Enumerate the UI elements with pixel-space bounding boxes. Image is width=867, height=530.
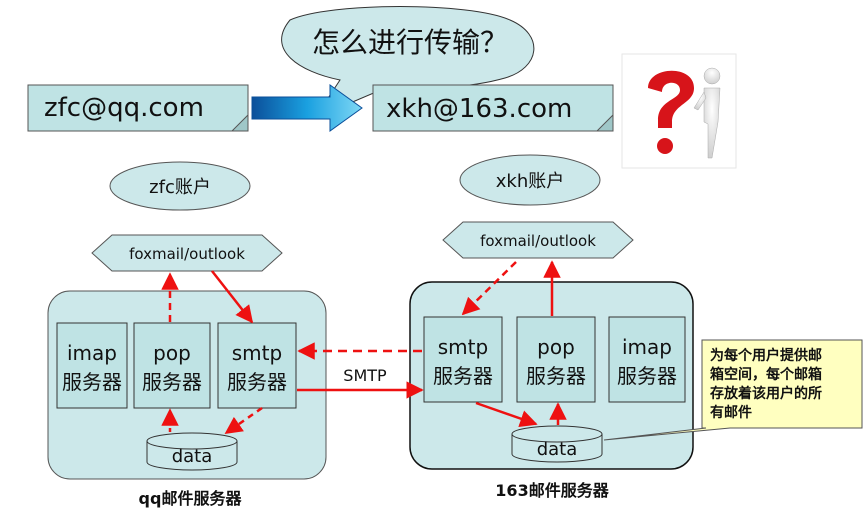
callout-line-4: 有邮件 [710, 404, 752, 421]
arrow-163-smtp-to-data [475, 401, 538, 428]
qq-pop-label: pop [153, 341, 191, 365]
netease-imap-server-box: imap 服务器 [608, 316, 686, 403]
qq-data-label: data [172, 446, 213, 467]
netease-pop-server-box: pop 服务器 [516, 316, 596, 403]
qq-server-caption: qq邮件服务器 [139, 489, 243, 508]
qq-pop-server-box: pop 服务器 [133, 322, 211, 409]
netease-smtp-label: smtp [438, 335, 488, 359]
callout-line-1: 为每个用户提供邮 [710, 347, 822, 364]
qq-smtp-label: smtp [232, 341, 282, 365]
qq-server-panel: imap 服务器 pop 服务器 smtp 服务器 data [47, 290, 327, 480]
qq-imap-server-box: imap 服务器 [56, 322, 128, 409]
flow-arrows [161, 260, 567, 435]
mailbox-callout: 为每个用户提供邮 箱空间，每个邮箱 存放着该用户的所 有邮件 [603, 339, 863, 441]
receiver-email-text: xkh@163.com [386, 94, 572, 124]
qq-account-oval: zfc账户 [109, 161, 251, 211]
blue-transfer-arrow [251, 84, 363, 132]
netease-imap-label: imap [622, 335, 672, 359]
qq-pop-label-2: 服务器 [142, 370, 202, 394]
receiver-email-box: xkh@163.com [372, 84, 614, 132]
netease-account-label: xkh账户 [496, 171, 564, 192]
qq-account-label: zfc账户 [149, 177, 211, 198]
question-bubble: 怎么进行传输？ [281, 6, 535, 120]
sender-email-text: zfc@qq.com [44, 93, 204, 123]
netease-client-hexagon: foxmail/outlook [442, 221, 634, 259]
netease-data-cylinder: data [511, 425, 603, 463]
qq-smtp-server-box: smtp 服务器 [217, 322, 297, 409]
netease-imap-label-2: 服务器 [617, 364, 677, 388]
netease-data-label: data [537, 439, 578, 460]
netease-smtp-label-2: 服务器 [433, 364, 493, 388]
netease-pop-label: pop [537, 335, 575, 359]
netease-client-label: foxmail/outlook [480, 232, 596, 250]
qq-smtp-label-2: 服务器 [227, 370, 287, 394]
smtp-protocol-label: SMTP [343, 366, 387, 385]
callout-line-3: 存放着该用户的所 [710, 385, 822, 402]
qq-imap-label-2: 服务器 [62, 370, 122, 394]
netease-account-oval: xkh账户 [459, 154, 601, 206]
arrow-client-to-qq-smtp [211, 270, 254, 324]
question-figure-image [621, 53, 737, 169]
arrow-163-client-to-smtp [461, 261, 517, 316]
netease-server-panel: smtp 服务器 pop 服务器 imap 服务器 data [409, 281, 694, 470]
netease-server-caption: 163邮件服务器 [495, 481, 609, 500]
question-text: 怎么进行传输？ [312, 26, 508, 59]
netease-pop-label-2: 服务器 [526, 364, 586, 388]
qq-data-cylinder: data [146, 432, 238, 471]
callout-line-2: 箱空间，每个邮箱 [710, 366, 822, 383]
qq-client-hexagon: foxmail/outlook [91, 234, 283, 272]
qq-imap-label: imap [67, 341, 117, 365]
sender-email-box: zfc@qq.com [27, 84, 249, 132]
netease-smtp-server-box: smtp 服务器 [423, 316, 503, 403]
qq-client-label: foxmail/outlook [129, 245, 245, 263]
arrow-qq-smtp-to-data [224, 406, 263, 435]
